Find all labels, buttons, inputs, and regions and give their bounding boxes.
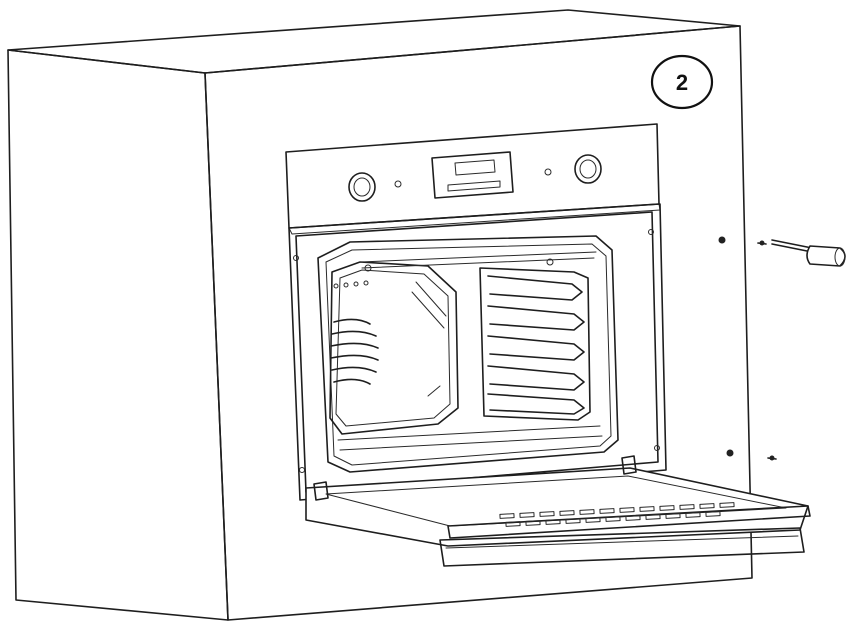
screw-hole <box>726 449 734 457</box>
mounting-hole <box>293 255 299 261</box>
door-hinge <box>621 455 637 475</box>
step-badge: 2 <box>650 54 714 110</box>
cavity-outline <box>317 235 619 473</box>
indicator-light <box>394 180 402 188</box>
oven-cavity <box>317 235 619 473</box>
cabinet-side <box>7 49 229 621</box>
display-screen <box>454 159 496 176</box>
cabinet <box>7 9 753 621</box>
oven-door <box>305 455 811 567</box>
oven-frame <box>288 203 667 501</box>
door-vents <box>499 502 735 527</box>
step-badge-circle <box>650 54 714 110</box>
right-knob <box>574 154 602 184</box>
side-rack-rails <box>479 267 591 421</box>
door-hinge <box>313 481 329 501</box>
screws <box>718 236 777 461</box>
mounting-hole <box>648 229 654 235</box>
control-panel-face <box>285 123 660 229</box>
screw-hole <box>718 236 726 244</box>
display-frame <box>431 151 514 199</box>
left-knob <box>348 172 376 202</box>
fan-cover <box>329 261 459 435</box>
mounting-hole <box>299 467 305 473</box>
screwdriver-icon <box>771 239 846 267</box>
cabinet-front <box>204 25 753 621</box>
indicator-light <box>544 168 552 176</box>
control-panel <box>285 123 661 235</box>
step-number: 2 <box>676 70 688 95</box>
oven-front-frame <box>288 203 667 501</box>
mounting-hole <box>654 445 660 451</box>
door-handle-bar <box>439 527 805 567</box>
fan-vents <box>330 318 379 385</box>
